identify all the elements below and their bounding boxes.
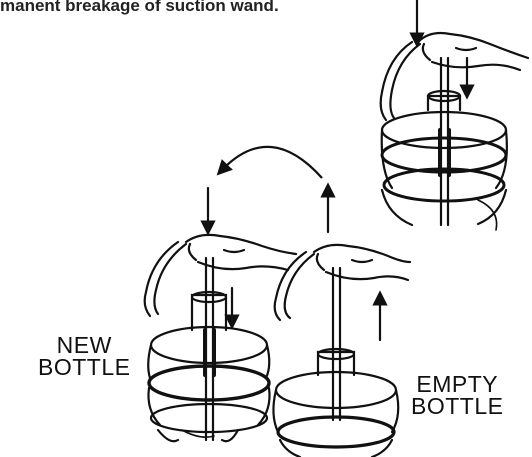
empty-bottle bbox=[272, 182, 412, 457]
new-bottle-label-line1: NEW bbox=[56, 332, 112, 358]
new-bottle bbox=[143, 186, 298, 443]
empty-bottle-label-line2: BOTTLE bbox=[411, 393, 504, 419]
new-bottle-label: NEW BOTTLE bbox=[38, 332, 131, 380]
transfer-curve-arrow bbox=[216, 145, 323, 179]
new-bottle-label-line2: BOTTLE bbox=[38, 354, 131, 380]
empty-bottle-label: EMPTY BOTTLE bbox=[411, 371, 504, 419]
inserted-wand-bottle bbox=[379, 0, 530, 231]
empty-bottle-label-line1: EMPTY bbox=[416, 371, 499, 397]
instruction-heading-fragment: manent breakage of suction wand. bbox=[0, 0, 279, 15]
